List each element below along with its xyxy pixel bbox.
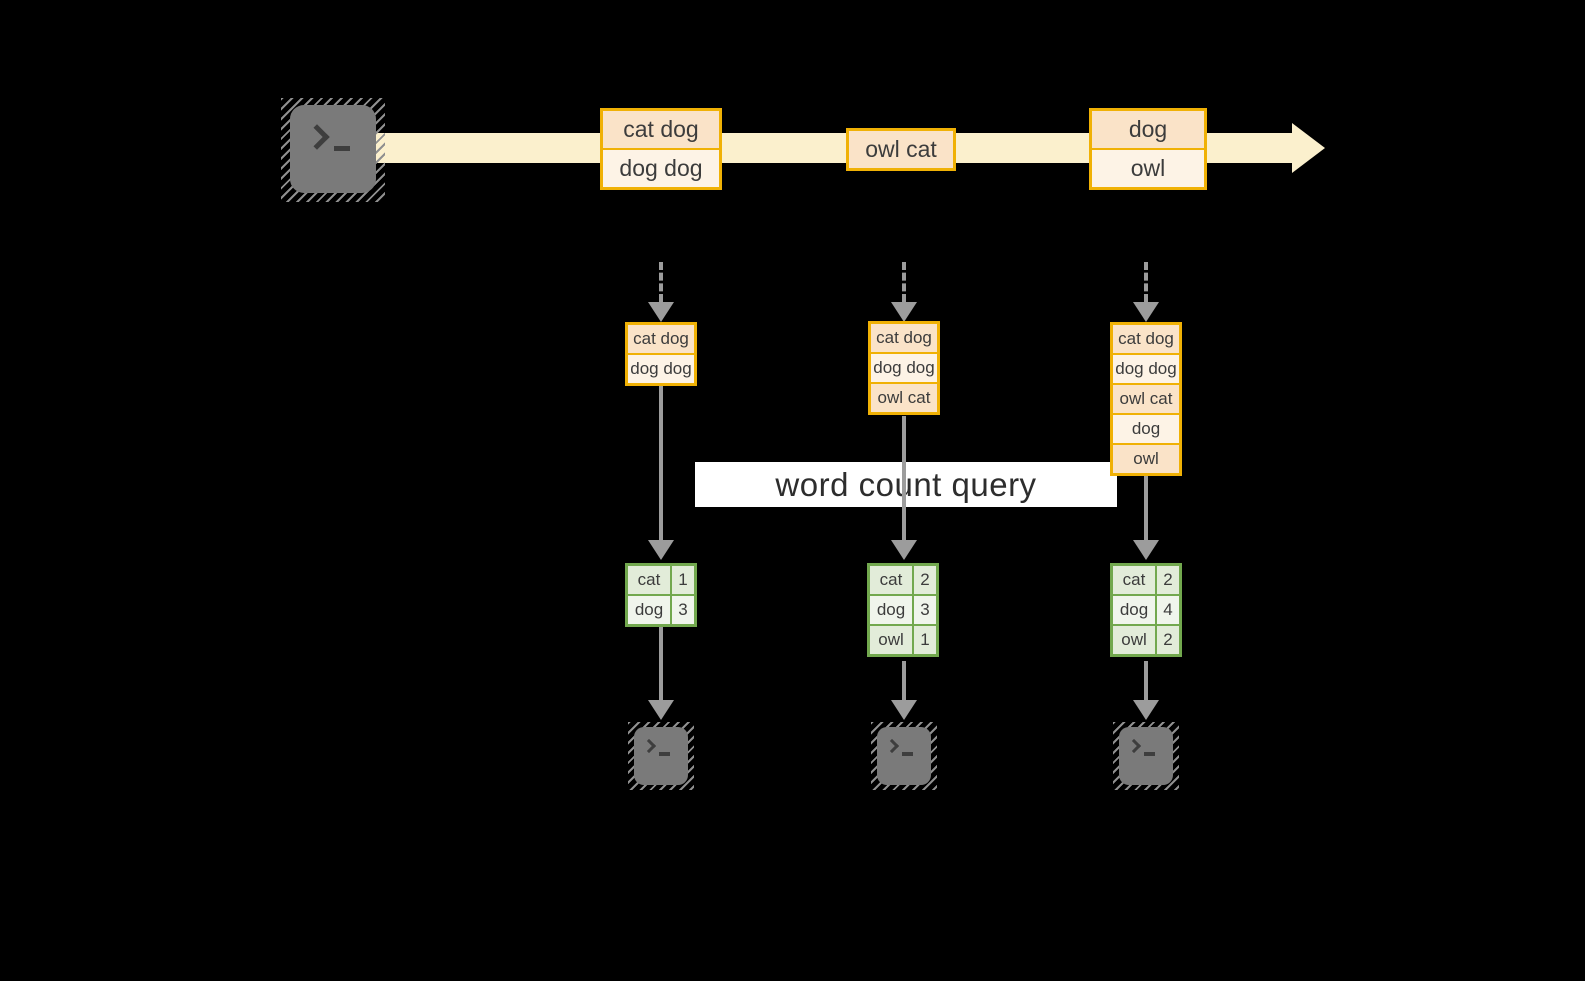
terminal-icon [1113, 722, 1179, 790]
prompt-chevron-icon [884, 738, 900, 754]
count-table-col2: cat 2 dog 3 owl 1 [867, 563, 939, 657]
dashed-arrow-col1 [659, 262, 663, 302]
arrowhead-icon [891, 302, 917, 322]
connector-sink-col3 [1144, 661, 1148, 700]
arrowhead-icon [1133, 302, 1159, 322]
count-table-col1: cat 1 dog 3 [625, 563, 697, 627]
count-row: cat 1 [628, 566, 694, 596]
connector-col3 [1144, 476, 1148, 542]
count-word: dog [1113, 596, 1157, 624]
prompt-underscore-icon [1144, 752, 1155, 756]
prompt-chevron-icon [304, 124, 330, 150]
stream-arrow-head-icon [1292, 123, 1325, 173]
input-record: dog dog [1113, 355, 1179, 385]
input-record: owl cat [1113, 385, 1179, 415]
dashed-arrow-col2 [902, 262, 906, 302]
input-stack-col3: cat dog dog dog owl cat dog owl [1110, 322, 1182, 476]
prompt-chevron-icon [641, 738, 657, 754]
count-value: 4 [1163, 600, 1173, 619]
terminal-icon [871, 722, 937, 790]
count-word: cat [628, 566, 672, 594]
stream-event-3: dog owl [1089, 108, 1207, 190]
input-record: dog dog [871, 354, 937, 384]
count-word: cat [870, 566, 914, 594]
count-row: dog 3 [628, 596, 694, 624]
count-row: owl 2 [1113, 626, 1179, 654]
input-record: cat dog [1113, 325, 1179, 355]
stream-event-1: cat dog dog dog [600, 108, 722, 190]
count-value: 3 [678, 600, 688, 619]
query-banner: word count query [695, 462, 1117, 507]
stream-record: owl cat [849, 131, 953, 168]
input-stack-col1: cat dog dog dog [625, 322, 697, 386]
count-word: owl [1113, 626, 1157, 654]
dashed-arrow-col3 [1144, 262, 1148, 302]
stream-record: dog dog [603, 150, 719, 187]
connector-sink-col1 [659, 627, 663, 700]
input-record: dog [1113, 415, 1179, 445]
count-value: 1 [920, 630, 930, 649]
input-record: cat dog [628, 325, 694, 355]
count-word: dog [870, 596, 914, 624]
stream-record: dog [1092, 111, 1204, 150]
count-value: 2 [1163, 630, 1173, 649]
stream-event-2: owl cat [846, 128, 956, 171]
connector-col2 [902, 416, 906, 542]
input-stack-col2: cat dog dog dog owl cat [868, 321, 940, 415]
input-record: owl cat [871, 384, 937, 412]
arrowhead-icon [1133, 540, 1159, 560]
connector-col1 [659, 386, 663, 542]
count-table-col3: cat 2 dog 4 owl 2 [1110, 563, 1182, 657]
count-row: cat 2 [1113, 566, 1179, 596]
input-record: cat dog [871, 324, 937, 354]
count-row: dog 3 [870, 596, 936, 626]
prompt-underscore-icon [659, 752, 670, 756]
count-word: dog [628, 596, 672, 624]
stream-record: cat dog [603, 111, 719, 150]
stream-record: owl [1092, 150, 1204, 187]
input-record: dog dog [628, 355, 694, 383]
input-record: owl [1113, 445, 1179, 473]
terminal-icon [628, 722, 694, 790]
connector-sink-col2 [902, 661, 906, 700]
count-word: owl [870, 626, 914, 654]
count-value: 2 [1163, 570, 1173, 589]
arrowhead-icon [648, 302, 674, 322]
prompt-chevron-icon [1126, 738, 1142, 754]
count-value: 1 [678, 570, 688, 589]
arrowhead-icon [1133, 700, 1159, 720]
prompt-underscore-icon [334, 146, 350, 151]
arrowhead-icon [648, 700, 674, 720]
count-value: 2 [920, 570, 930, 589]
arrowhead-icon [891, 540, 917, 560]
prompt-underscore-icon [902, 752, 913, 756]
count-row: cat 2 [870, 566, 936, 596]
arrowhead-icon [648, 540, 674, 560]
count-word: cat [1113, 566, 1157, 594]
count-row: dog 4 [1113, 596, 1179, 626]
terminal-icon [281, 98, 385, 202]
count-row: owl 1 [870, 626, 936, 654]
count-value: 3 [920, 600, 930, 619]
arrowhead-icon [891, 700, 917, 720]
